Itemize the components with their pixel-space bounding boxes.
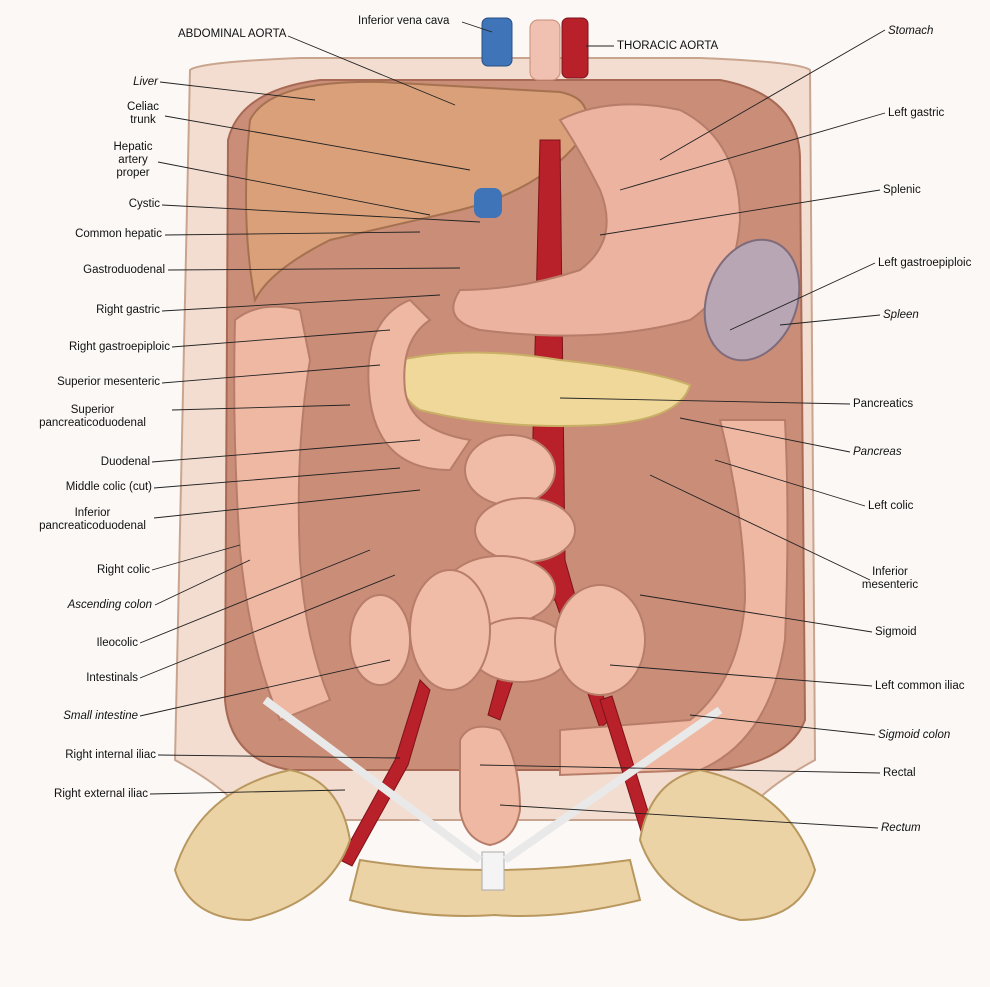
label-ascending-colon: Ascending colon (20, 599, 152, 612)
label-right-gastroepiploic: Right gastroepiploic (20, 341, 170, 354)
label-ileocolic: Ileocolic (40, 637, 138, 650)
label-pancreatics: Pancreatics (853, 398, 913, 411)
label-small-intestine: Small intestine (20, 710, 138, 723)
label-sigmoid: Sigmoid (875, 626, 917, 639)
label-left-common-iliac: Left common iliac (875, 680, 964, 693)
label-right-external-iliac: Right external iliac (2, 788, 148, 801)
label-gastroduodenal: Gastroduodenal (40, 264, 165, 277)
label-spleen: Spleen (883, 309, 919, 322)
label-sigmoid-colon: Sigmoid colon (878, 729, 950, 742)
label-inferior-mesenteric: Inferior mesenteric (850, 566, 930, 592)
label-thoracic-aorta: THORACIC AORTA (617, 40, 718, 53)
label-pancreas: Pancreas (853, 446, 902, 459)
esophagus-shape (530, 20, 560, 80)
label-cystic: Cystic (100, 198, 160, 211)
inferior-vena-cava-shape (482, 18, 512, 66)
label-celiac-trunk: Celiac trunk (118, 101, 168, 127)
label-right-gastric: Right gastric (40, 304, 160, 317)
left-pelvic-bone (640, 770, 815, 920)
label-right-colic: Right colic (40, 564, 150, 577)
label-stomach: Stomach (888, 25, 933, 38)
label-left-gastroepiploic: Left gastroepiploic (878, 257, 971, 270)
label-abdominal-aorta: ABDOMINAL AORTA (178, 28, 286, 41)
label-superior-pancreaticoduodenal: Superior pancreaticoduodenal (20, 404, 165, 430)
label-splenic: Splenic (883, 184, 921, 197)
label-hepatic-artery-proper: Hepatic artery proper (108, 141, 158, 180)
label-inferior-vena-cava: Inferior vena cava (358, 15, 449, 28)
label-superior-mesenteric: Superior mesenteric (20, 376, 160, 389)
thoracic-aorta-shape (562, 18, 588, 78)
label-right-internal-iliac: Right internal iliac (8, 749, 156, 762)
label-inferior-pancreaticoduodenal: Inferior pancreaticoduodenal (20, 507, 165, 533)
label-duodenal: Duodenal (40, 456, 150, 469)
label-rectal: Rectal (883, 767, 916, 780)
label-liver: Liver (128, 76, 158, 89)
label-middle-colic: Middle colic (cut) (20, 481, 152, 494)
label-left-colic: Left colic (868, 500, 913, 513)
label-rectum: Rectum (881, 822, 921, 835)
label-intestinals: Intestinals (40, 672, 138, 685)
label-common-hepatic: Common hepatic (40, 228, 162, 241)
hepatic-vein-segment (474, 188, 502, 218)
pubic-symphysis (482, 852, 504, 890)
label-left-gastric: Left gastric (888, 107, 944, 120)
